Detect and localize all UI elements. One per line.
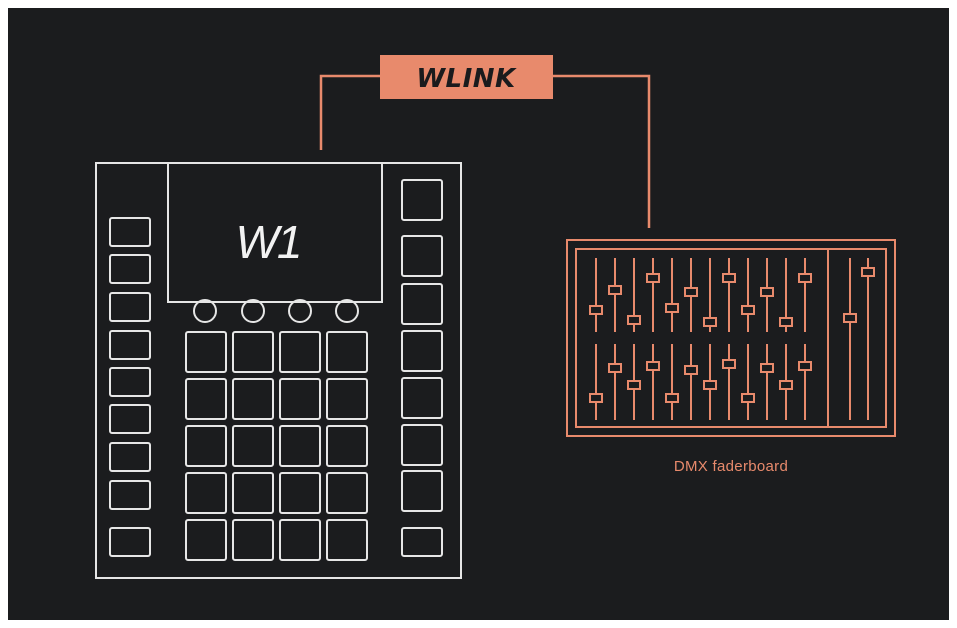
wlink-label-text: WLINK bbox=[416, 64, 517, 94]
fader-knob bbox=[799, 362, 811, 370]
fader-knob bbox=[647, 362, 659, 370]
fader-knob bbox=[761, 288, 773, 296]
fader-knob bbox=[799, 274, 811, 282]
fader-knob bbox=[685, 366, 697, 374]
fader-knob bbox=[609, 364, 621, 372]
fader-knob bbox=[780, 381, 792, 389]
fader-knob bbox=[742, 306, 754, 314]
fader-knob bbox=[666, 394, 678, 402]
fader-knob bbox=[761, 364, 773, 372]
fader-knob bbox=[723, 360, 735, 368]
fader-knob bbox=[647, 274, 659, 282]
fader-knob bbox=[666, 304, 678, 312]
fader-knob bbox=[590, 394, 602, 402]
fader-knob bbox=[704, 381, 716, 389]
fader-knob bbox=[628, 316, 640, 324]
master-fader-knob bbox=[862, 268, 874, 276]
fader-knob bbox=[590, 306, 602, 314]
fader-knob bbox=[780, 318, 792, 326]
fader-knob bbox=[628, 381, 640, 389]
fader-knob bbox=[742, 394, 754, 402]
wlink-label: WLINK bbox=[380, 55, 553, 99]
fader-knob bbox=[609, 286, 621, 294]
fader-knob bbox=[704, 318, 716, 326]
fader-knob bbox=[723, 274, 735, 282]
fader-knob bbox=[685, 288, 697, 296]
faderboard-caption: DMX faderboard bbox=[674, 458, 788, 475]
master-fader-knob bbox=[844, 314, 856, 322]
w1-logo: W1 bbox=[236, 216, 301, 268]
